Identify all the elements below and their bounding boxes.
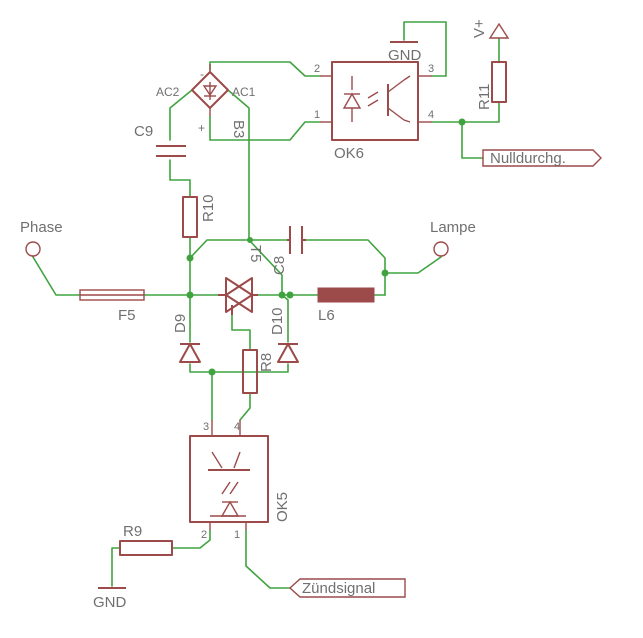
label-gnd-top: GND — [388, 47, 422, 64]
wire-ok5-1 — [245, 529, 291, 589]
junctions — [186, 118, 466, 376]
label-r8: R8 — [258, 353, 275, 372]
label-d10: D10 — [269, 307, 286, 335]
label-l6: L6 — [318, 307, 335, 324]
zuendsignal-flag — [288, 578, 406, 598]
wire-triac-gate — [231, 314, 251, 351]
wires — [32, 21, 500, 589]
label-ok5: OK5 — [274, 492, 291, 522]
pin-ok5-2: 2 — [201, 529, 207, 541]
wire-lamp — [384, 256, 442, 274]
labels: Phase Lampe F5 L6 D9 D10 T5 C8 C9 R8 R9 … — [20, 19, 566, 611]
resistor-r10 — [182, 196, 198, 238]
junction-triac-right — [278, 291, 286, 299]
label-ac1: AC1 — [232, 85, 256, 99]
label-r10: R10 — [200, 194, 217, 222]
pin-ok5-1: 1 — [234, 529, 240, 541]
pin-numbers: 2 1 3 4 3 4 2 1 — [201, 63, 434, 541]
label-phase: Phase — [20, 219, 63, 236]
pin-ok6-1: 1 — [314, 109, 320, 121]
label-lampe: Lampe — [430, 219, 476, 236]
lampe-terminal — [433, 241, 449, 257]
label-r9: R9 — [123, 523, 142, 540]
pin-ok5-3: 3 — [203, 421, 209, 433]
label-f5: F5 — [118, 307, 136, 324]
vplus-symbol — [488, 22, 510, 39]
inductor-l6 — [317, 287, 375, 303]
junction-ac1 — [247, 237, 253, 243]
label-nulldurchg: Nulldurchg. — [490, 150, 566, 167]
junction-ok6-4 — [458, 118, 466, 126]
wire-r8-ok5 — [239, 392, 251, 421]
wire-diodes-bottom — [189, 363, 289, 373]
wire-bridge-minus-ok6 — [209, 61, 321, 77]
phase-terminal — [25, 241, 41, 257]
resistor-r8 — [242, 349, 258, 394]
junction-main-node — [186, 291, 194, 299]
wire-c8-left — [189, 239, 288, 259]
optocoupler-ok6 — [320, 61, 432, 141]
optocoupler-ok5 — [189, 420, 269, 530]
junction-d10 — [286, 291, 294, 299]
pin-ok6-2: 2 — [314, 63, 320, 75]
label-r11: R11 — [476, 84, 493, 110]
wire-ok6-4 — [431, 101, 500, 123]
label-vplus: V+ — [471, 19, 488, 38]
pin-ok5-4: 4 — [234, 421, 240, 433]
junction-lamp — [381, 269, 389, 277]
bridge-rectifier-b3 — [191, 64, 229, 116]
capacitor-c9 — [156, 145, 186, 157]
capacitor-c8 — [287, 226, 306, 254]
wire-c8-right — [305, 239, 386, 274]
label-bridge-minus: - — [200, 67, 204, 81]
label-zuendsignal: Zündsignal — [302, 580, 375, 597]
resistor-r9 — [119, 540, 173, 556]
label-c9: C9 — [134, 123, 153, 140]
label-gnd-bottom: GND — [93, 594, 127, 611]
diode-d10 — [277, 343, 299, 363]
wire-bridge-plus-ok6 — [209, 115, 321, 141]
nulldurchg-flag — [482, 149, 602, 167]
wire-r9-gnd — [111, 547, 121, 587]
wire-ok6-3-gnd — [403, 21, 447, 77]
label-d9: D9 — [172, 314, 189, 333]
wire-r10-c9 — [169, 159, 191, 198]
junction-c8-left — [186, 254, 194, 262]
junction-diode-bottom — [208, 368, 216, 376]
fuse-f5 — [79, 289, 145, 301]
label-ok6: OK6 — [334, 145, 364, 162]
pin-ok6-4: 4 — [428, 109, 434, 121]
label-c8: C8 — [271, 256, 288, 275]
wire-ok5-2 — [171, 529, 211, 549]
wire-nulldurchg — [461, 121, 484, 159]
label-t5: T5 — [247, 245, 264, 263]
wire-c9-ac2 — [169, 89, 193, 141]
wire-phase-f5 — [32, 256, 81, 296]
resistor-r11 — [491, 61, 507, 103]
label-bridge-plus: + — [198, 121, 205, 135]
triac-t5 — [218, 277, 258, 315]
pin-ok6-3: 3 — [428, 63, 434, 75]
label-b3: B3 — [230, 120, 247, 138]
diode-d9 — [179, 343, 201, 363]
label-ac2: AC2 — [156, 85, 180, 99]
